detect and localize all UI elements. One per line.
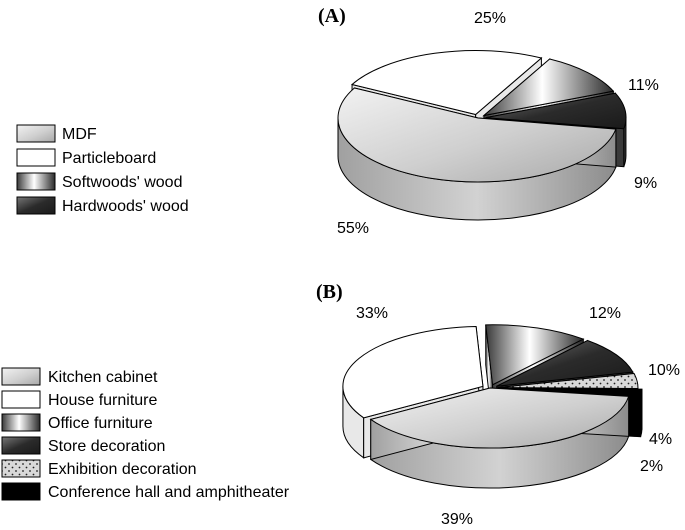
legend-swatch-office — [1, 413, 41, 432]
chart-a-label-softwoods: 11% — [628, 77, 659, 94]
legend-swatch-hardwoods — [16, 196, 56, 215]
legend-label-conference: Conference hall and amphitheater — [48, 484, 290, 501]
chart-b-label-exhibition: 4% — [649, 431, 672, 448]
legend-label-kitchen: Kitchen cabinet — [48, 369, 158, 386]
chart-b: (B) 39% 33% 12% 10% 4% 2% Kitchen cabine… — [1, 281, 680, 528]
pie-slice-kitchen — [369, 387, 630, 489]
pie-top-office — [485, 324, 585, 386]
chart-a: (A) 55% 25% 11% 9% MDF Particleboard Sof… — [16, 5, 659, 237]
pie-top-house — [342, 325, 484, 419]
legend-swatch-exhibition — [1, 459, 41, 478]
pie-top-exhibition — [497, 372, 639, 389]
legend-swatch-softwoods — [16, 172, 56, 191]
legend-label-particleboard: Particleboard — [62, 150, 156, 167]
legend-label-softwoods: Softwoods' wood — [62, 174, 182, 191]
legend-label-hardwoods: Hardwoods' wood — [62, 198, 189, 215]
legend-swatch-kitchen — [1, 367, 41, 386]
legend-label-store: Store decoration — [48, 438, 165, 455]
legend-label-office: Office furniture — [48, 415, 153, 432]
pie-top-softwoods — [482, 58, 615, 117]
chart-a-pie — [337, 50, 627, 221]
legend-swatch-house — [1, 390, 41, 409]
legend-label-exhibition: Exhibition decoration — [48, 461, 197, 478]
legend-swatch-conference — [1, 482, 41, 501]
chart-b-label-store: 10% — [648, 362, 680, 379]
chart-b-pie — [342, 324, 643, 489]
legend-label-house: House furniture — [48, 392, 157, 409]
chart-a-label-mdf: 55% — [337, 220, 369, 237]
chart-a-label-particleboard: 25% — [474, 10, 506, 27]
legend-swatch-particleboard — [16, 148, 56, 167]
chart-a-legend: MDF Particleboard Softwoods' wood Hardwo… — [16, 124, 189, 215]
chart-a-label-hardwoods: 9% — [634, 175, 657, 192]
chart-b-label-kitchen: 39% — [441, 511, 473, 528]
pie-top-kitchen — [369, 387, 630, 449]
legend-label-mdf: MDF — [62, 126, 97, 143]
legend-swatch-store — [1, 436, 41, 455]
pie-top-particleboard — [350, 50, 543, 116]
pie-slice-mdf — [337, 87, 617, 221]
chart-b-label-conference: 2% — [640, 458, 663, 475]
pie-top-hardwoods — [485, 92, 627, 130]
chart-b-value-labels: 39% 33% 12% 10% 4% 2% — [356, 305, 680, 528]
chart-a-value-labels: 55% 25% 11% 9% — [337, 10, 659, 237]
pie-top-mdf — [337, 87, 617, 183]
pie-top-store — [496, 339, 634, 387]
chart-b-label-office: 12% — [589, 305, 621, 322]
chart-b-label-house: 33% — [356, 305, 388, 322]
chart-a-title: (A) — [318, 5, 346, 27]
chart-b-legend: Kitchen cabinet House furniture Office f… — [1, 367, 290, 501]
legend-swatch-mdf — [16, 124, 56, 143]
chart-b-title: (B) — [316, 281, 343, 303]
